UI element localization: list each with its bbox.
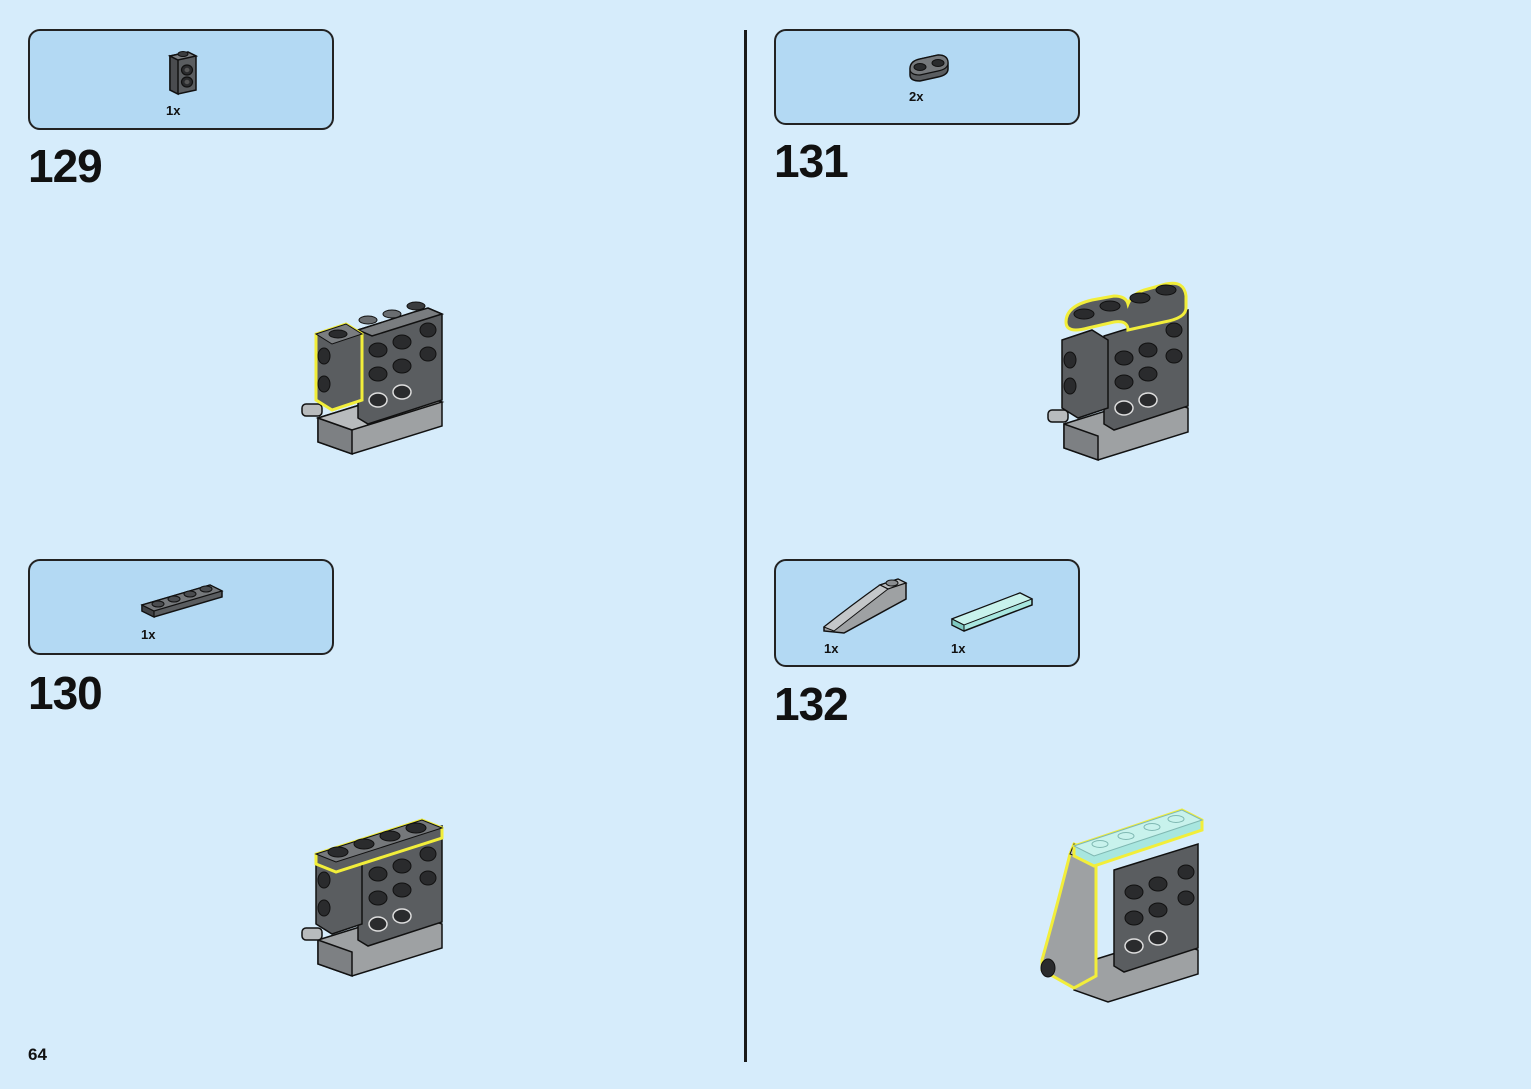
part-quantity: 1x xyxy=(951,641,966,656)
assembly-model-step-131 xyxy=(1047,281,1189,462)
slope-curved-icon xyxy=(823,578,908,634)
assembly-model-step-132 xyxy=(1040,808,1204,1003)
parts-callout-step-130: 1x xyxy=(28,559,334,655)
plate-1x2-rounded-icon xyxy=(909,54,949,82)
page-divider xyxy=(744,30,747,1062)
part-quantity: 1x xyxy=(824,641,839,656)
step-number-131: 131 xyxy=(774,135,849,187)
step-number-129: 129 xyxy=(28,140,103,192)
assembly-model-step-129 xyxy=(301,301,445,456)
page-number: 64 xyxy=(28,1045,47,1064)
part-quantity: 1x xyxy=(166,103,181,118)
assembly-model-step-130 xyxy=(301,818,444,978)
brick-1x1-studs-side-icon xyxy=(167,51,199,96)
part-quantity: 2x xyxy=(909,89,924,104)
parts-callout-step-132: 1x 1x xyxy=(774,559,1080,667)
tile-1x4-trans-icon xyxy=(950,592,1034,632)
parts-callout-step-131: 2x xyxy=(774,29,1080,125)
step-number-130: 130 xyxy=(28,667,103,719)
plate-1x4-icon xyxy=(140,584,224,618)
parts-callout-step-129: 1x xyxy=(28,29,334,130)
step-number-132: 132 xyxy=(774,678,849,730)
part-quantity: 1x xyxy=(141,627,156,642)
